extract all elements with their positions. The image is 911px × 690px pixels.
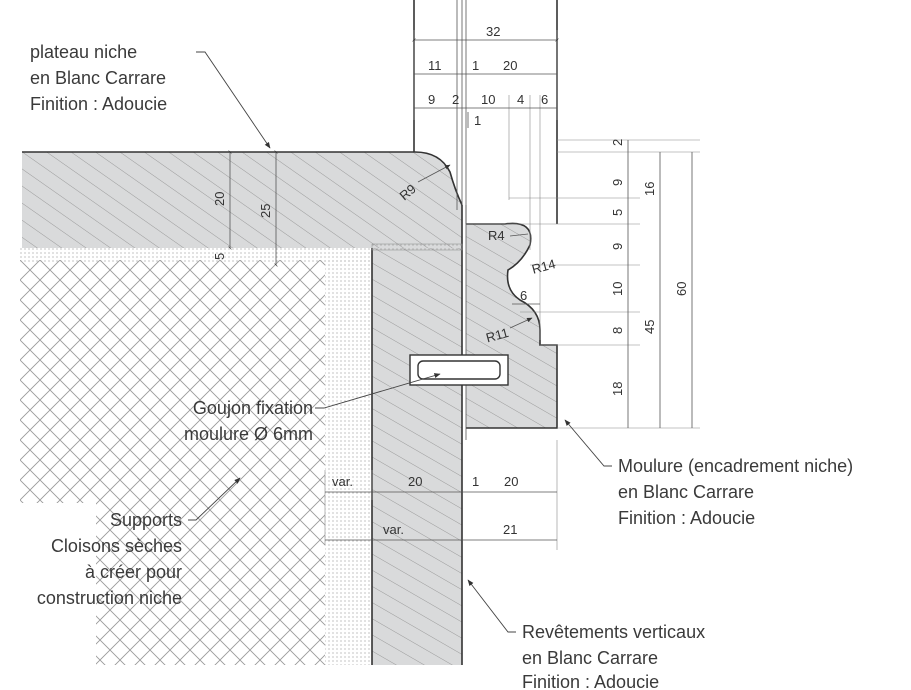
- dim-right-9b: 9: [610, 243, 625, 250]
- revetement-vertical: [371, 205, 463, 665]
- callout-moulure-line1: Moulure (encadrement niche): [618, 456, 853, 476]
- dim-top-2: 2: [452, 92, 459, 107]
- callout-revetements-line2: en Blanc Carrare: [522, 648, 658, 668]
- extension-lines: [324, 30, 700, 550]
- callout-revetements-line1: Revêtements verticaux: [522, 622, 705, 642]
- dim-plateau-25: 25: [258, 204, 273, 218]
- plateau-niche: [22, 151, 463, 248]
- callout-moulure-line2: en Blanc Carrare: [618, 482, 754, 502]
- radius-r4: R4: [488, 228, 505, 243]
- dim-right-10: 10: [610, 282, 625, 296]
- dim-right-9a: 9: [610, 179, 625, 186]
- dim-bot-21: 21: [503, 522, 517, 537]
- bottom-dimensions: [325, 491, 557, 541]
- dim-top-11: 11: [428, 58, 442, 73]
- dim-plateau-20: 20: [212, 192, 227, 206]
- supports-cloisons: [20, 248, 372, 665]
- radius-6: 6: [520, 288, 527, 303]
- callout-plateau-line2: en Blanc Carrare: [30, 68, 166, 88]
- callout-plateau-line1: plateau niche: [30, 42, 137, 62]
- dim-top-32: 32: [486, 24, 500, 39]
- radius-r11: R11: [484, 325, 510, 345]
- dim-right-5: 5: [610, 209, 625, 216]
- goujon-dowel: [409, 354, 509, 386]
- callout-moulure-line3: Finition : Adoucie: [618, 508, 755, 528]
- dim-right-18: 18: [610, 382, 625, 396]
- callout-goujon-line1: Goujon fixation: [193, 398, 313, 418]
- dim-top-1a: 1: [472, 58, 479, 73]
- dim-top-9: 9: [428, 92, 435, 107]
- dim-top-10: 10: [481, 92, 495, 107]
- top-dimensions: [412, 38, 559, 128]
- callout-plateau-line3: Finition : Adoucie: [30, 94, 167, 114]
- callout-supports-line1: Supports: [110, 510, 182, 530]
- dim-right-16: 16: [642, 182, 657, 196]
- radius-r14: R14: [530, 256, 557, 277]
- dim-bot-1: 1: [472, 474, 479, 489]
- dim-bot-var2: var.: [383, 522, 404, 537]
- dim-right-8: 8: [610, 327, 625, 334]
- dim-right-2: 2: [610, 139, 625, 146]
- right-dimensions: [627, 140, 693, 428]
- dim-top-6: 6: [541, 92, 548, 107]
- dim-right-45: 45: [642, 320, 657, 334]
- dim-top-20: 20: [503, 58, 517, 73]
- callout-supports-line3: à créer pour: [85, 562, 182, 582]
- dim-bot-var1: var.: [332, 474, 353, 489]
- plateau-dimensions: [228, 150, 278, 267]
- dim-bot-20a: 20: [408, 474, 422, 489]
- dim-plateau-5: 5: [212, 253, 227, 260]
- moulure-profile: [466, 222, 558, 429]
- dim-top-1b: 1: [474, 113, 481, 128]
- dim-top-4: 4: [517, 92, 524, 107]
- callout-goujon-line2: moulure Ø 6mm: [184, 424, 313, 444]
- dim-bot-20b: 20: [504, 474, 518, 489]
- callout-revetements-line3: Finition : Adoucie: [522, 672, 659, 690]
- callout-leaders: [188, 51, 612, 633]
- callout-supports-line2: Cloisons sèches: [51, 536, 182, 556]
- dim-right-60: 60: [674, 282, 689, 296]
- callout-supports-line4: construction niche: [37, 588, 182, 608]
